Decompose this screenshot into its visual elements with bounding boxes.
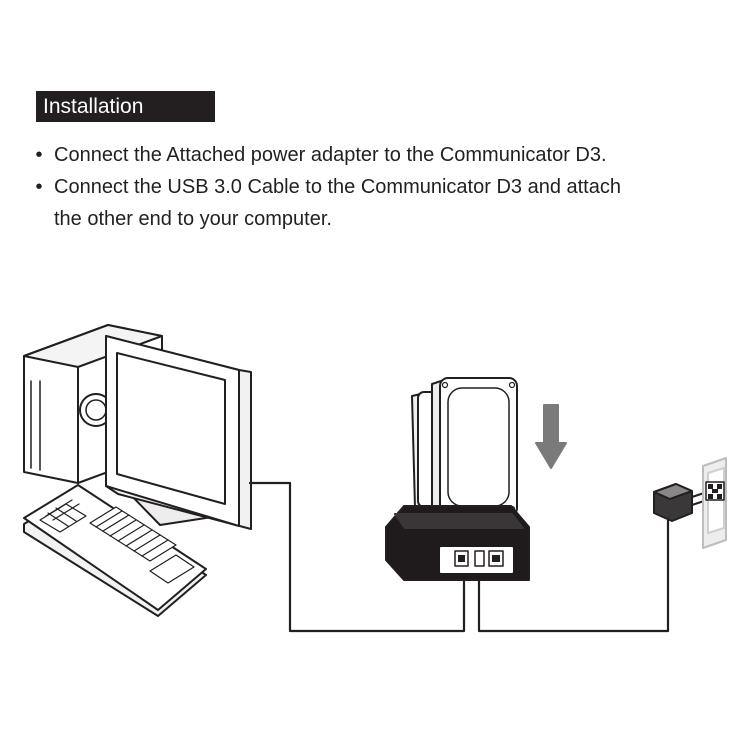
instruction-item: • Connect the USB 3.0 Cable to the Commu…: [30, 171, 730, 235]
section-heading: Installation: [36, 91, 215, 122]
section-heading-text: Installation: [43, 95, 144, 118]
bullet-icon: •: [35, 176, 43, 198]
docking-station-icon: [385, 505, 530, 581]
instruction-text-line: Connect the USB 3.0 Cable to the Communi…: [54, 176, 621, 198]
bullet-icon: •: [35, 144, 43, 166]
instruction-text: Connect the Attached power adapter to th…: [54, 144, 607, 166]
keyboard-icon: [23, 484, 207, 617]
usb-cable: [248, 481, 466, 633]
wall-outlet-icon: [702, 457, 727, 549]
power-adapter-icon: [653, 483, 705, 522]
insert-arrow-icon: [535, 404, 567, 469]
monitor-icon: [105, 335, 252, 530]
hard-drive-front-icon: [431, 377, 518, 517]
power-cable: [477, 518, 670, 633]
instruction-item: • Connect the Attached power adapter to …: [30, 139, 730, 171]
instruction-text-line: the other end to your computer.: [54, 208, 332, 230]
instruction-list: • Connect the Attached power adapter to …: [30, 139, 730, 235]
